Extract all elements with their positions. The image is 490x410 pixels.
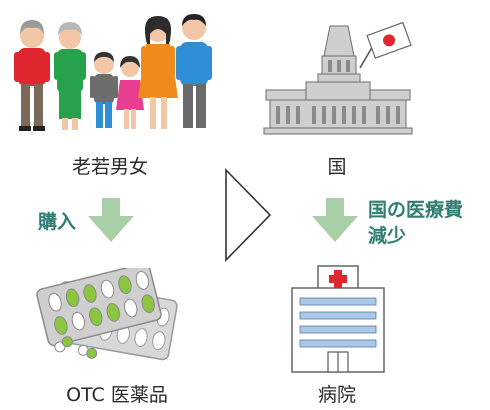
girl-figure [116,56,144,129]
hospital-caption: 病院 [317,384,356,406]
otc-medicine-illustration [36,268,186,368]
red-cross-icon [329,270,347,288]
purchase-label: 購入 [38,211,77,233]
chevron-right-icon [224,168,272,262]
grandmother-figure [54,22,86,130]
people-caption: 老若男女 [71,156,148,178]
cost-reduction-label-line2: 減少 [368,225,407,247]
blister-pack-front [36,268,162,347]
hospital-illustration [288,262,388,374]
down-arrow-icon-right [312,198,358,242]
japan-flag-icon [359,21,412,69]
family-illustration [8,6,216,134]
mother-figure [138,16,178,129]
loose-capsules [54,336,98,359]
product-caption: OTC 医薬品 [66,384,168,406]
father-figure [176,14,212,128]
diet-building-illustration [262,16,414,136]
down-arrow-icon [88,198,134,242]
boy-figure [90,52,118,128]
grandfather-figure [14,20,50,131]
country-caption: 国 [327,156,347,178]
cost-reduction-label-line1: 国の医療費 [368,199,464,221]
